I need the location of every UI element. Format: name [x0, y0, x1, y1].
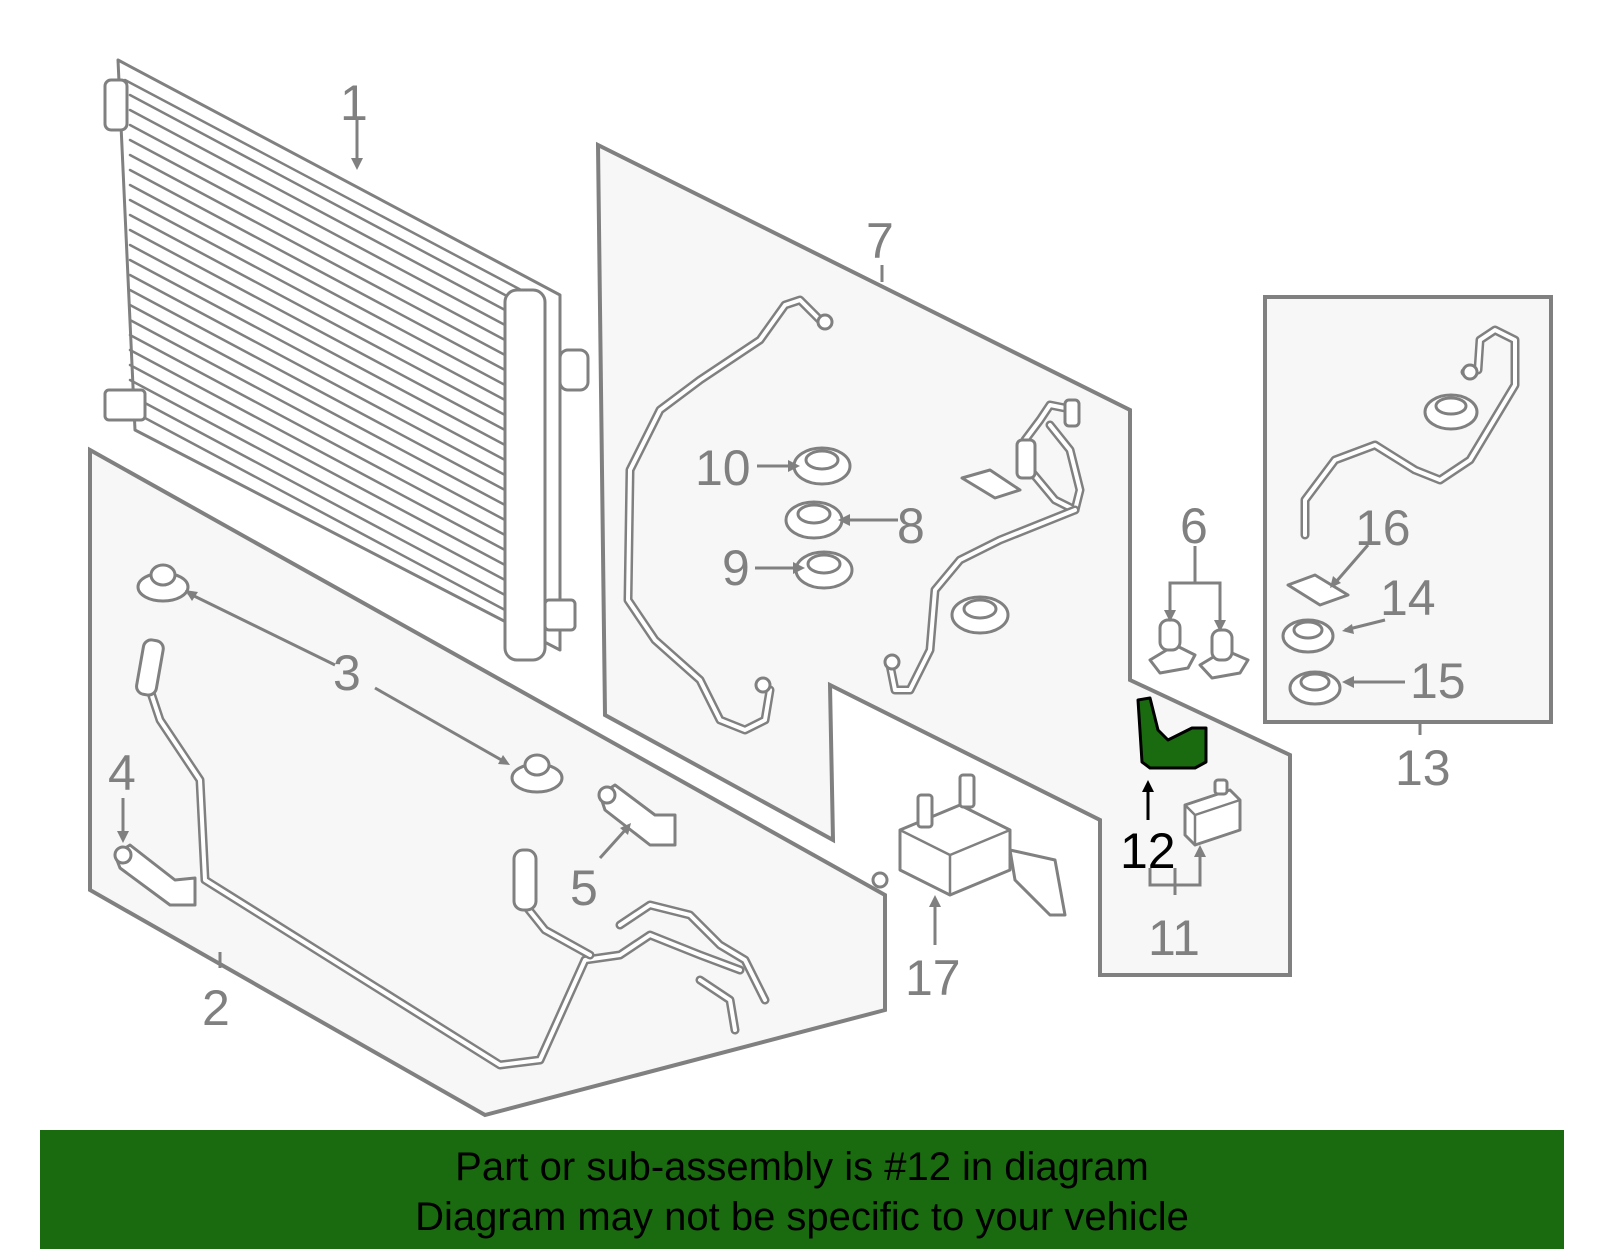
radiator-fin	[128, 228, 507, 432]
info-banner: Part or sub-assembly is #12 in diagram D…	[40, 1130, 1564, 1249]
callout-2: 2	[202, 980, 230, 1036]
radiator-fin	[128, 348, 507, 552]
radiator-part-1	[103, 58, 590, 662]
radiator-fin	[128, 168, 507, 372]
callout-3: 3	[333, 645, 361, 701]
radiator-fin	[128, 183, 507, 387]
callout-5: 5	[570, 860, 598, 916]
callout-1: 1	[340, 75, 368, 131]
callout-17: 17	[905, 950, 961, 1006]
radiator-fin	[128, 288, 507, 492]
bracket-part-3a	[136, 563, 190, 603]
callout-7: 7	[866, 213, 894, 269]
callout-11: 11	[1148, 910, 1200, 966]
callout-labels: 1 2 3 4 5 6 7 8 9 10 11 12 13 14 15 16 1…	[108, 75, 1466, 1036]
panel-7	[595, 141, 1292, 977]
bracket-part-5	[597, 783, 677, 847]
radiator-fin	[128, 363, 507, 567]
radiator-fin	[128, 273, 507, 477]
o-ring-part-14	[1281, 618, 1335, 654]
radiator-fin	[128, 258, 507, 462]
radiator-fin	[128, 138, 507, 342]
radiator-fin	[128, 393, 507, 597]
o-ring-part-7c	[950, 595, 1010, 635]
cooler-hose-part-7b	[883, 398, 1085, 695]
cooler-hose-part-7a	[623, 295, 834, 735]
radiator-fin	[128, 243, 507, 447]
radiator-fin	[128, 408, 507, 612]
banner-line-2: Diagram may not be specific to your vehi…	[415, 1195, 1189, 1239]
callout-4: 4	[108, 745, 136, 801]
radiator-fin	[128, 93, 507, 297]
clip-part-6a	[1148, 618, 1197, 675]
radiator-fin	[128, 333, 507, 537]
callout-15: 15	[1410, 653, 1466, 709]
radiator-fin	[128, 213, 507, 417]
oil-cooler-part-11	[1183, 778, 1242, 847]
callout-10: 10	[695, 440, 751, 496]
radiator-fin	[128, 198, 507, 402]
cooler-hose-part-13	[1300, 325, 1520, 540]
callout-12: 12	[1120, 823, 1176, 879]
radiator-fin	[128, 378, 507, 582]
banner-line-1: Part or sub-assembly is #12 in diagram	[455, 1145, 1149, 1189]
o-ring-part-13b	[1423, 393, 1479, 431]
callout-13: 13	[1395, 740, 1451, 796]
radiator-fin	[128, 123, 507, 327]
radiator-fin	[128, 108, 507, 312]
label-part-16	[1286, 573, 1350, 607]
callout-14: 14	[1380, 570, 1436, 626]
cooler-tube-part-2	[135, 638, 770, 1070]
leader-lines	[117, 120, 1422, 968]
o-ring-part-8	[784, 500, 844, 540]
callout-8: 8	[897, 498, 925, 554]
radiator-fin	[128, 318, 507, 522]
bracket-part-3b	[510, 753, 564, 794]
highlighted-part-12	[1136, 696, 1208, 770]
o-ring-part-10	[792, 446, 852, 486]
o-ring-part-9	[794, 550, 854, 590]
callout-9: 9	[722, 540, 750, 596]
callout-16: 16	[1355, 500, 1411, 556]
oil-cooler-part-17	[871, 773, 1067, 917]
callout-6: 6	[1180, 498, 1208, 554]
radiator-fin	[128, 153, 507, 357]
bracket-part-4	[113, 843, 197, 907]
radiator-fin	[128, 303, 507, 507]
o-ring-part-15	[1288, 670, 1342, 706]
clip-part-6b	[1198, 628, 1250, 680]
